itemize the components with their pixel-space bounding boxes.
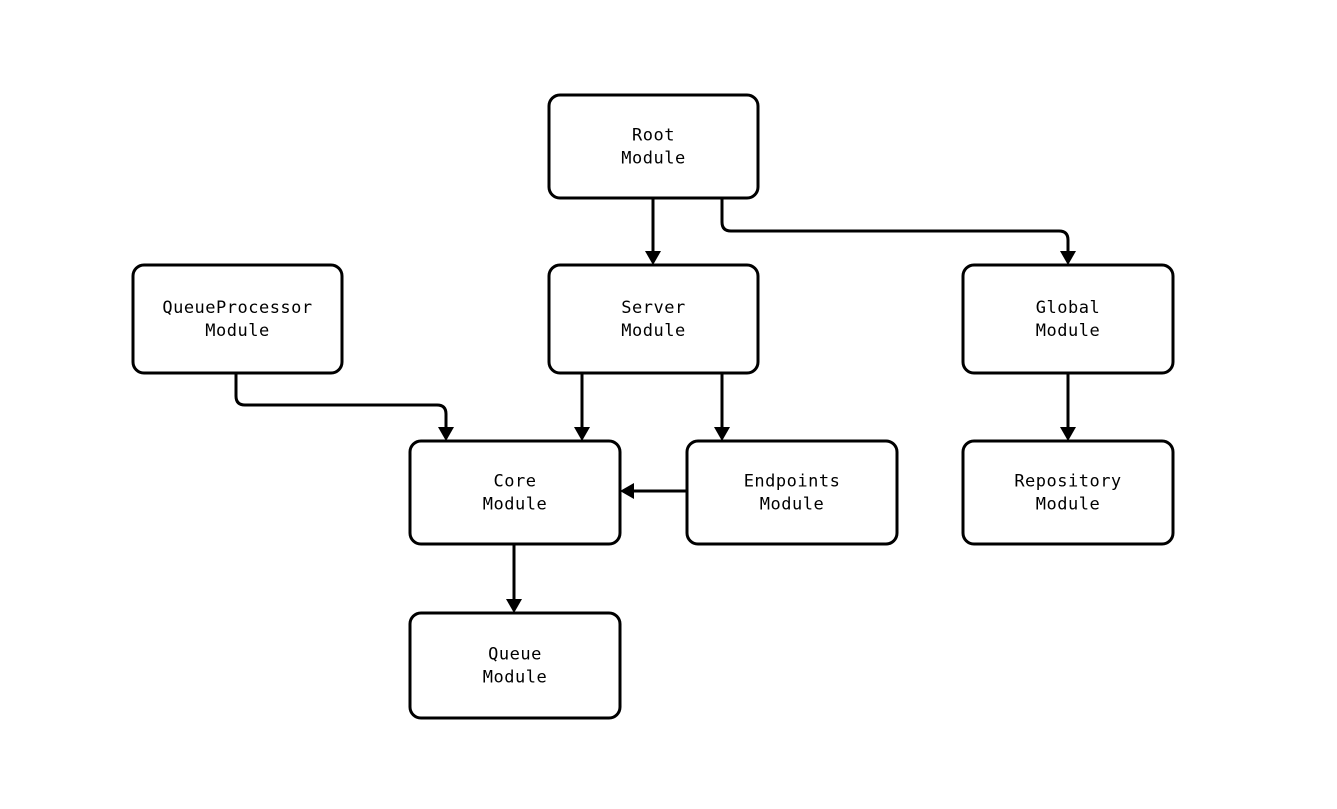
node-box[interactable]: [961, 439, 1175, 546]
edge-server-endpoints: [714, 373, 730, 441]
edge-line: [720, 198, 1070, 254]
arrowhead-icon: [438, 427, 454, 441]
node-box[interactable]: [961, 263, 1175, 375]
edges-layer: [234, 198, 1076, 613]
edge-server-core: [574, 373, 590, 441]
node-title: Repository: [1014, 472, 1121, 492]
arrowhead-icon: [506, 599, 522, 613]
node-box[interactable]: [547, 263, 760, 375]
node-title: Root: [632, 126, 675, 146]
node-subtitle: Module: [1036, 321, 1100, 341]
node-title: Queue: [488, 645, 542, 665]
node-subtitle: Module: [621, 149, 685, 169]
node-box[interactable]: [547, 93, 760, 200]
arrowhead-icon: [645, 251, 661, 265]
edge-global-repository: [1060, 373, 1076, 441]
arrowhead-icon: [714, 427, 730, 441]
node-subtitle: Module: [205, 321, 269, 341]
arrowhead-icon: [1060, 427, 1076, 441]
node-title: Endpoints: [744, 472, 841, 492]
edge-endpoints-core: [620, 483, 687, 499]
node-title: Server: [621, 298, 685, 318]
node-subtitle: Module: [483, 495, 547, 515]
arrowhead-icon: [1060, 251, 1076, 265]
node-title: Core: [494, 472, 537, 492]
edge-core-queue: [506, 544, 522, 613]
edge-queueprocessor-core: [234, 373, 454, 441]
edge-root-server: [645, 198, 661, 265]
arrowhead-icon: [620, 483, 634, 499]
node-subtitle: Module: [1036, 495, 1100, 515]
node-box[interactable]: [408, 439, 622, 546]
node-box[interactable]: [408, 611, 622, 720]
node-subtitle: Module: [621, 321, 685, 341]
node-subtitle: Module: [483, 668, 547, 688]
edge-line: [234, 373, 448, 430]
nodes-layer: RootModuleQueueProcessorModuleServerModu…: [131, 93, 1175, 720]
arrowhead-icon: [574, 427, 590, 441]
node-title: QueueProcessor: [162, 298, 312, 318]
node-box[interactable]: [685, 439, 899, 546]
node-title: Global: [1036, 298, 1100, 318]
node-subtitle: Module: [760, 495, 824, 515]
edge-root-global: [720, 198, 1076, 265]
node-box[interactable]: [131, 263, 344, 375]
